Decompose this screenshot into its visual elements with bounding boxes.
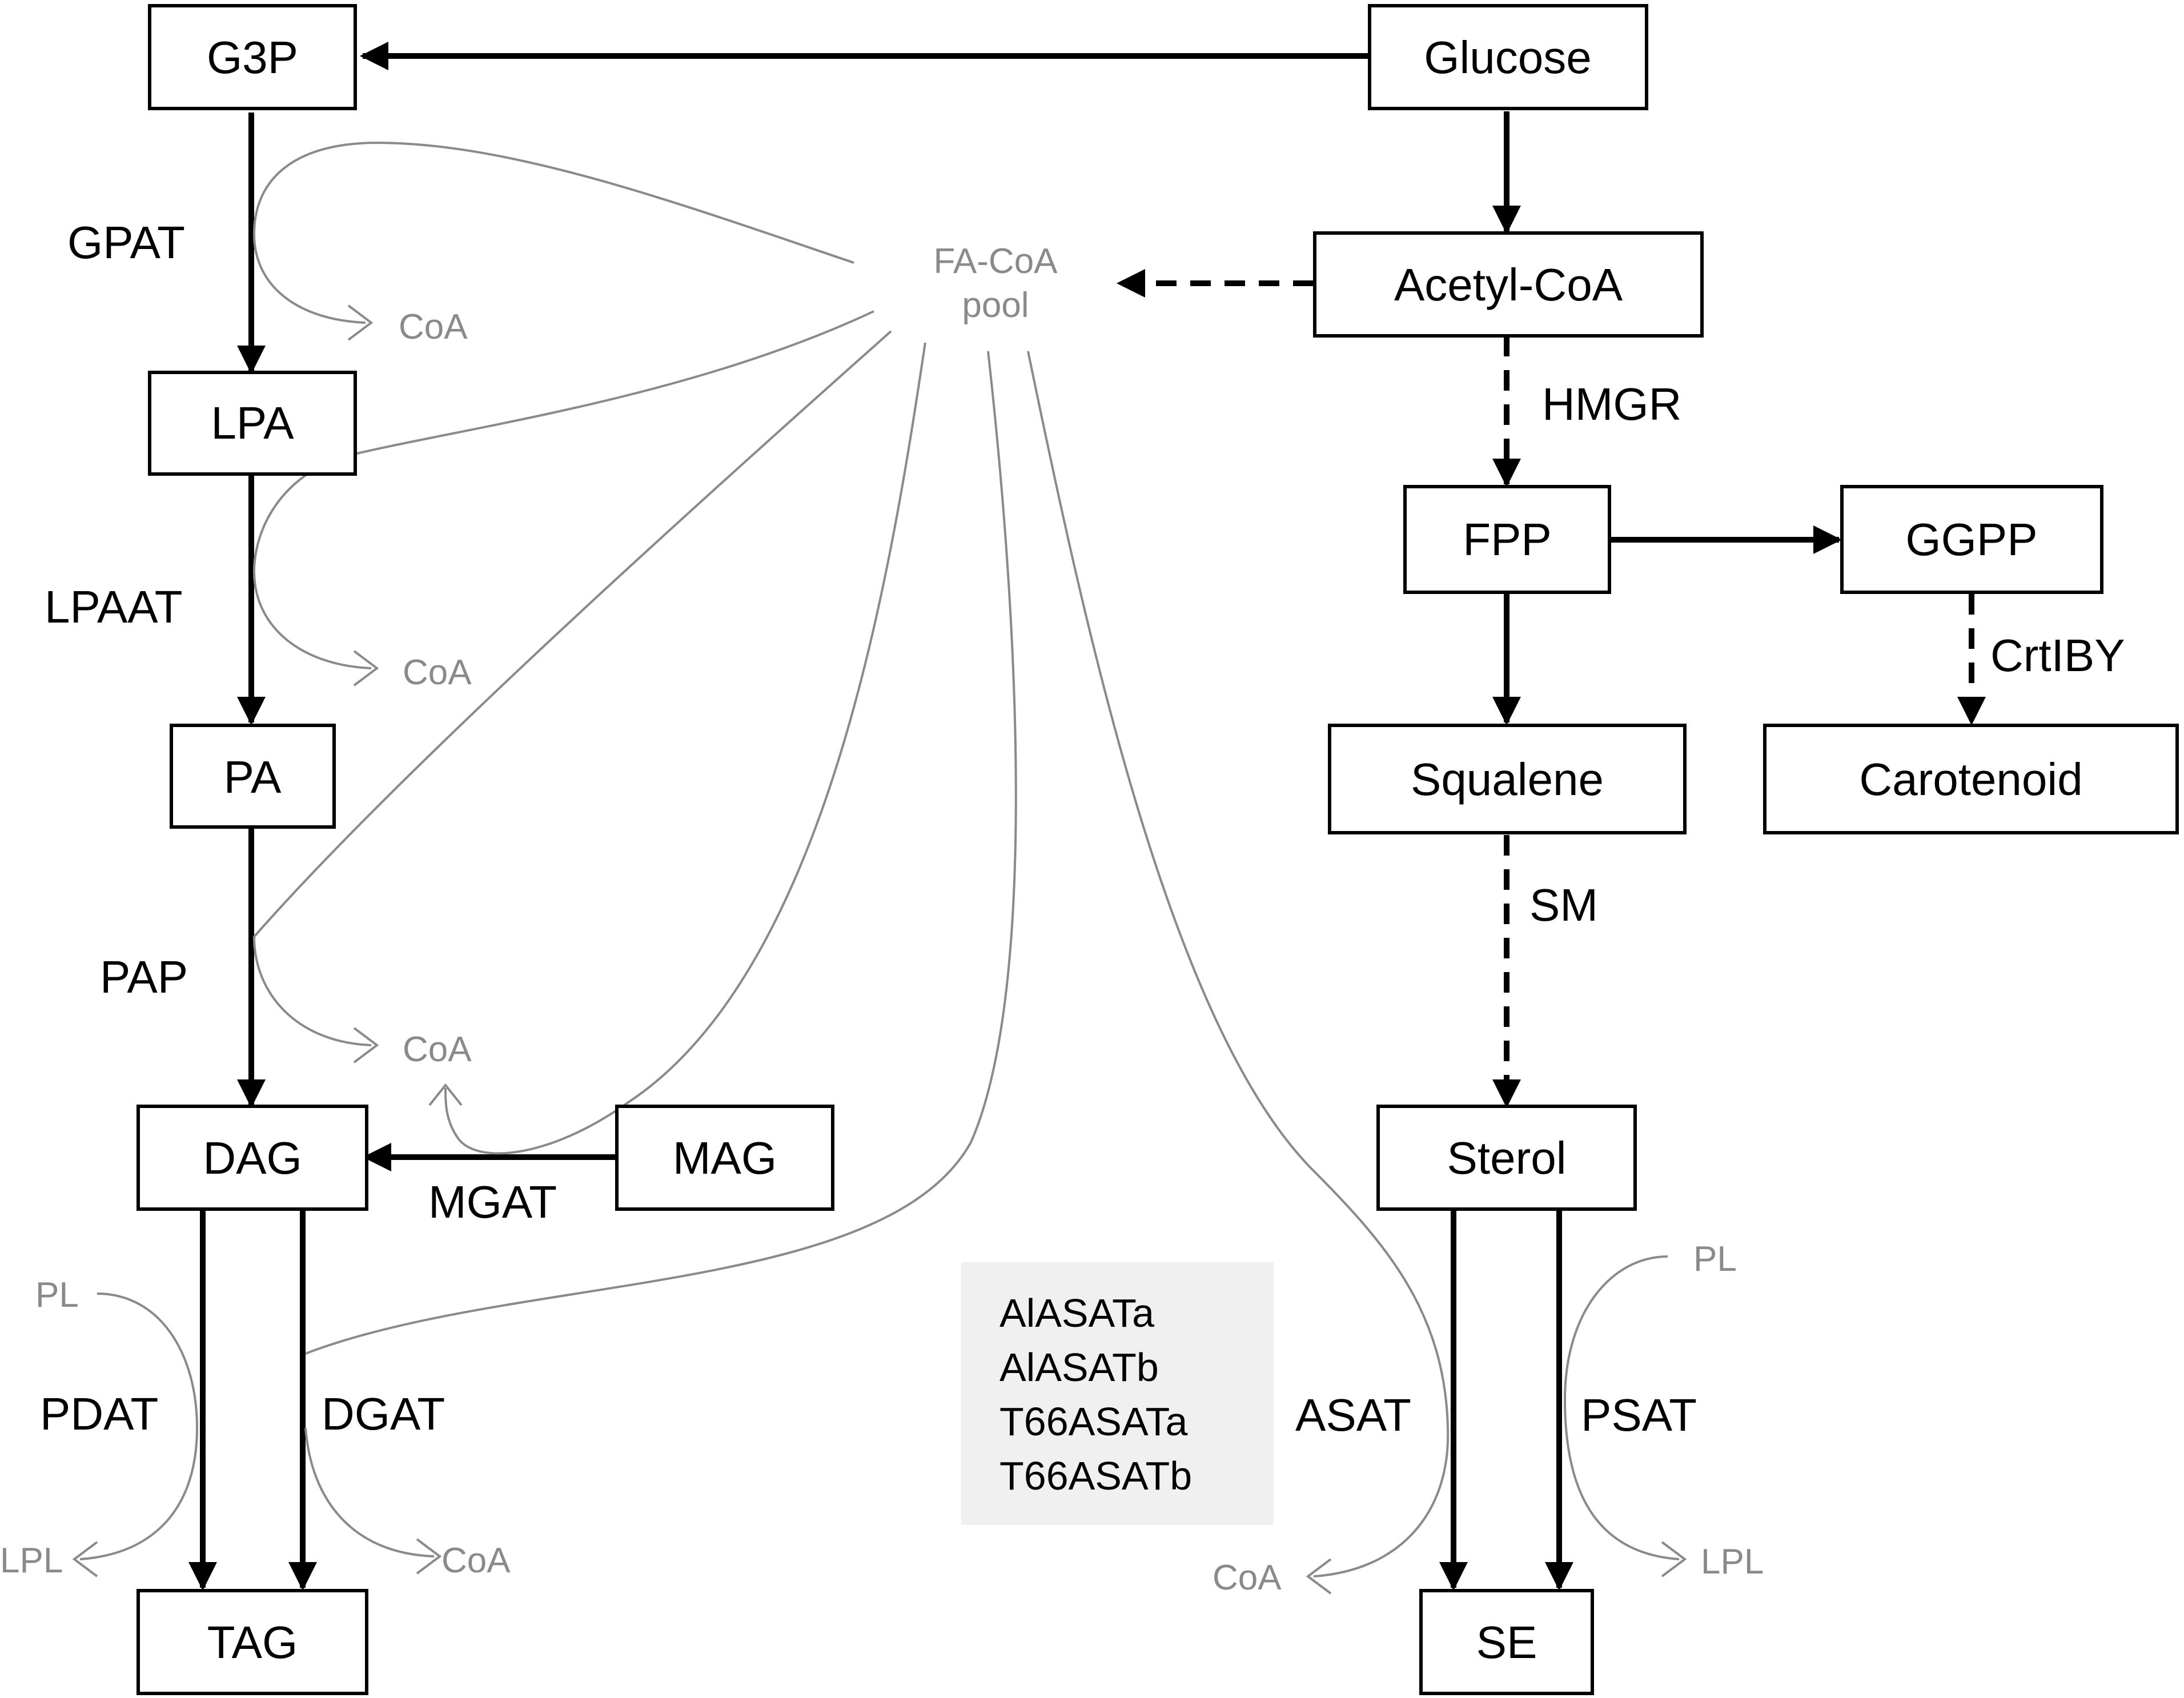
enzyme-sm: SM <box>1529 880 1598 930</box>
coa-arrowhead-asat <box>1306 1558 1332 1595</box>
coa-label-lpaat: CoA <box>403 653 472 692</box>
lpl-arrowhead-psat <box>1661 1541 1687 1577</box>
node-label-pa: PA <box>224 752 282 802</box>
curve-pool-lpaat <box>252 310 874 669</box>
coa-label-dgat: CoA <box>441 1541 511 1580</box>
byproduct-labels: CoA CoA CoA PL LPL CoA CoA PL LPL <box>0 307 1764 1597</box>
asat-variant-4: T66ASATb <box>999 1454 1192 1498</box>
node-label-fpp: FPP <box>1463 514 1552 565</box>
note-background <box>961 1262 1274 1525</box>
node-carotenoid: Carotenoid <box>1763 724 2179 834</box>
curve-pool-asat <box>1027 351 1450 1577</box>
pathway-arrows <box>188 42 1986 1591</box>
coa-label-pap: CoA <box>403 1030 472 1069</box>
enzyme-dgat: DGAT <box>322 1388 445 1439</box>
asat-variant-1: AlASATa <box>999 1291 1154 1335</box>
curve-pool-pap <box>252 330 892 1046</box>
enzyme-labels: GPAT LPAAT PAP MGAT PDAT DGAT HMGR CrtIB… <box>40 217 2125 1440</box>
fa-coa-pool: FA-CoA pool <box>933 242 1058 325</box>
node-g3p: G3P <box>148 4 357 110</box>
node-label-lpa: LPA <box>211 398 294 448</box>
node-fpp: FPP <box>1403 485 1611 594</box>
enzyme-pap: PAP <box>100 952 188 1002</box>
acyl-flow-curves <box>72 141 1687 1595</box>
node-dag: DAG <box>136 1105 368 1211</box>
coa-arrowhead-mgat <box>428 1083 463 1106</box>
node-se: SE <box>1419 1589 1594 1695</box>
pool-label-line2: pool <box>962 286 1029 325</box>
enzyme-crtiby: CrtIBY <box>1990 630 2125 681</box>
node-label-ggpp: GGPP <box>1905 514 2037 565</box>
coa-arrowhead-lpaat <box>353 650 379 687</box>
enzyme-gpat: GPAT <box>67 217 185 268</box>
enzyme-pdat: PDAT <box>40 1388 158 1439</box>
coa-label-asat: CoA <box>1213 1558 1282 1597</box>
node-glucose: Glucose <box>1368 4 1648 110</box>
enzyme-hmgr: HMGR <box>1542 379 1681 429</box>
node-label-glucose: Glucose <box>1424 32 1591 83</box>
node-label-dag: DAG <box>203 1133 302 1183</box>
node-squalene: Squalene <box>1328 724 1687 834</box>
coa-arrowhead-dgat <box>416 1538 442 1575</box>
pl-label-pdat: PL <box>35 1275 79 1315</box>
node-label-tag: TAG <box>207 1617 298 1668</box>
node-mag: MAG <box>615 1105 834 1211</box>
asat-variant-3: T66ASATa <box>999 1399 1187 1444</box>
node-label-acetyl-coa: Acetyl-CoA <box>1394 259 1623 310</box>
asat-variants-note: AlASATa AlASATb T66ASATa T66ASATb <box>961 1262 1274 1525</box>
node-lpa: LPA <box>148 371 357 476</box>
lpl-arrowhead-pdat <box>72 1541 98 1577</box>
coa-arrowhead-pap <box>353 1027 379 1063</box>
pl-label-psat: PL <box>1693 1239 1737 1279</box>
coa-arrowhead-gpat <box>347 304 374 341</box>
asat-variant-2: AlASATb <box>999 1345 1159 1390</box>
enzyme-psat: PSAT <box>1581 1390 1697 1440</box>
node-label-mag: MAG <box>673 1133 777 1183</box>
node-ggpp: GGPP <box>1840 485 2103 594</box>
curve-psat-pl-lpl <box>1563 1255 1680 1560</box>
node-label-sterol: Sterol <box>1447 1133 1567 1183</box>
node-sterol: Sterol <box>1376 1105 1637 1211</box>
node-acetyl-coa: Acetyl-CoA <box>1313 231 1704 338</box>
lpl-label-psat: LPL <box>1701 1542 1764 1581</box>
curve-pdat-pl-lpl <box>79 1292 199 1560</box>
node-label-carotenoid: Carotenoid <box>1859 754 2082 805</box>
enzyme-lpaat: LPAAT <box>45 581 183 632</box>
node-label-se: SE <box>1476 1617 1537 1668</box>
node-tag: TAG <box>136 1589 368 1695</box>
node-label-squalene: Squalene <box>1411 754 1604 805</box>
curve-pool-mgat <box>444 342 926 1155</box>
pool-label-line1: FA-CoA <box>933 242 1058 281</box>
node-label-g3p: G3P <box>207 32 298 83</box>
curve-dgat-coa <box>304 1427 435 1557</box>
enzyme-mgat: MGAT <box>428 1177 557 1227</box>
curve-pool-dgat <box>305 351 1017 1355</box>
curve-pool-gpat <box>252 141 854 324</box>
coa-label-gpat: CoA <box>399 307 468 347</box>
lpl-label-pdat: LPL <box>0 1541 63 1580</box>
enzyme-asat: ASAT <box>1295 1390 1411 1440</box>
node-pa: PA <box>170 724 336 829</box>
